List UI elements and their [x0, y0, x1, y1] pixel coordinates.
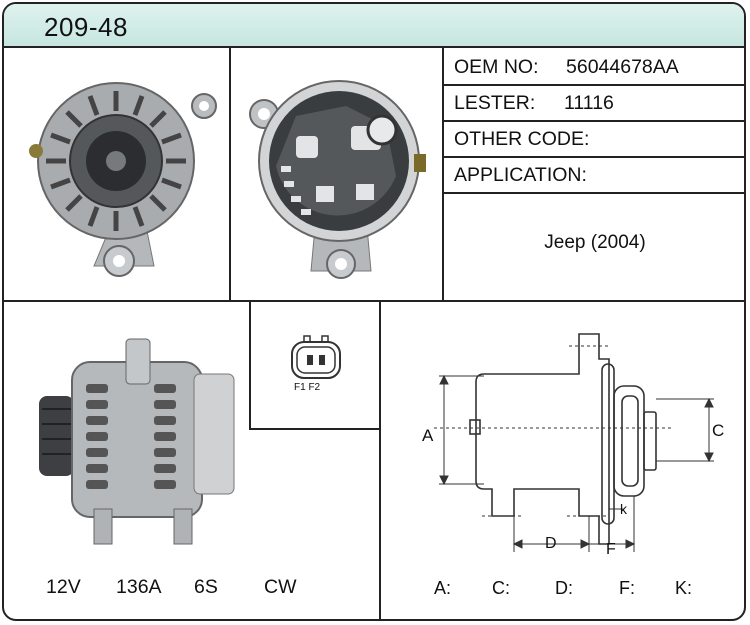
- divider-h-info-4: [442, 192, 744, 194]
- connector-pins-label: F1 F2: [294, 382, 321, 393]
- divider-v-top-2: [442, 46, 444, 302]
- dim-k-label: k: [620, 501, 628, 517]
- dim-a-value-label: A:: [434, 578, 452, 598]
- oem-row: OEM NO: 56044678AA: [444, 49, 744, 85]
- oem-value: 56044678AA: [566, 56, 679, 78]
- divider-h-info-2: [442, 120, 744, 122]
- lester-label: LESTER:: [454, 92, 536, 114]
- dimension-drawing: A C D F k: [422, 333, 724, 558]
- dim-d-value-label: D:: [555, 578, 573, 598]
- alternator-side-photo: [39, 338, 235, 545]
- application-label: APPLICATION:: [454, 164, 587, 186]
- application-row: APPLICATION:: [444, 157, 744, 193]
- alternator-front-photo: [29, 82, 217, 277]
- divider-h-info-3: [442, 156, 744, 158]
- other-code-row: OTHER CODE:: [444, 121, 744, 157]
- divider-h-middle: [4, 300, 744, 302]
- divider-v-bottom-1: [249, 300, 251, 429]
- part-number-title: 209-48: [44, 12, 128, 42]
- rotation-spec: CW: [264, 576, 297, 598]
- lester-row: LESTER: 11116: [444, 85, 744, 121]
- other-code-label: OTHER CODE:: [454, 128, 590, 150]
- voltage-spec: 12V: [46, 576, 81, 598]
- dim-a-label: A: [422, 426, 434, 445]
- amperage-spec: 136A: [116, 576, 162, 598]
- alternator-rear-photo: [249, 80, 426, 279]
- oem-label: OEM NO:: [454, 56, 539, 78]
- divider-v-top-1: [229, 46, 231, 302]
- dim-f-label: F: [606, 541, 616, 558]
- dim-c-label: C: [712, 421, 724, 440]
- dim-d-label: D: [545, 535, 557, 552]
- lester-value: 11116: [564, 92, 614, 114]
- divider-v-bottom-2: [379, 300, 381, 619]
- divider-h-info-1: [442, 84, 744, 86]
- application-value: Jeep (2004): [544, 232, 646, 253]
- connector-plug-icon: [291, 335, 341, 379]
- header-bar: 209-48: [4, 4, 744, 48]
- dim-c-value-label: C:: [492, 578, 510, 598]
- dim-k-value-label: K:: [675, 578, 693, 598]
- pulley-spec: 6S: [194, 576, 218, 598]
- divider-h-connector: [249, 428, 381, 430]
- dim-f-value-label: F:: [619, 578, 635, 598]
